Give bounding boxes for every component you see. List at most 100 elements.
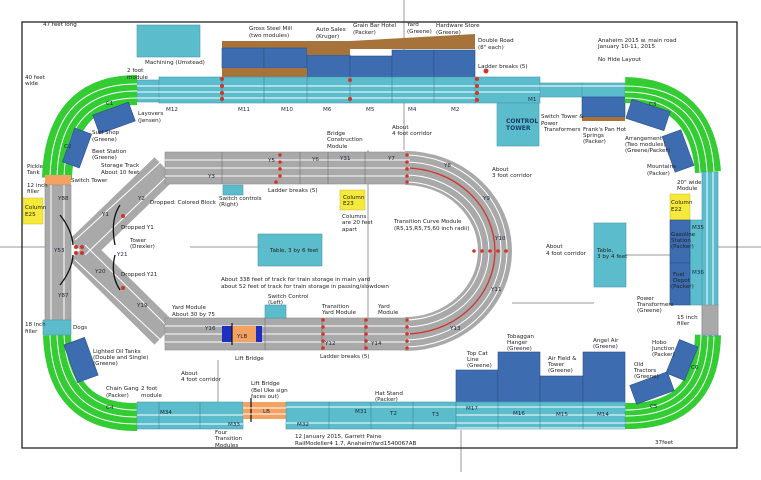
label-top-cat-3: (Greene) — [467, 363, 492, 369]
credit-line-2: RailModeller4 1.7, AnaheimYard1540067AB — [295, 441, 417, 447]
label-column-e25-2: E25 — [25, 212, 36, 218]
label-power-transformers-3: (Greene) — [637, 308, 662, 314]
label-hardware-2: (Greene) — [436, 30, 461, 36]
module-m36: M36 — [692, 270, 704, 276]
label-power-transformers: Power — [637, 296, 655, 302]
label-chain-gang-2: (Packer) — [106, 393, 129, 399]
module-m35: M35 — [692, 225, 704, 231]
label-hanger-3: (Greene) — [507, 346, 532, 352]
label-column-e23-2: E23 — [343, 201, 354, 207]
label-columns-apart-2: are 20 feet — [342, 220, 374, 226]
yard-y9: Y9 — [482, 196, 490, 202]
label-yard-module-size: Yard Module — [171, 305, 207, 311]
module-m34: M34 — [160, 410, 172, 416]
label-wide-module-2: Module — [677, 186, 698, 192]
yard-y21: Y21 — [116, 252, 128, 258]
module-m14: M14 — [597, 412, 609, 418]
switch-control-left-panel — [264, 304, 287, 319]
module-m12: M12 — [166, 107, 178, 113]
column-e23 — [339, 189, 366, 211]
module-m10: M10 — [281, 107, 293, 113]
label-filler-12: 12 inch — [27, 183, 48, 189]
label-table-3x4: Table, — [596, 248, 613, 254]
label-filler-18: 18 inch — [25, 322, 46, 328]
dims-width: 40 feet — [25, 75, 46, 81]
label-pickle-tank-2: Tank — [26, 170, 40, 176]
label-steel-mill: Gross Steel Mill — [249, 26, 292, 32]
label-hat-stand-2: (Packer) — [375, 397, 398, 403]
label-transition-yard-2: Yard Module — [321, 310, 357, 316]
yard-y13: Y13 — [449, 326, 461, 332]
label-switch-tower: Switch Tower — [71, 178, 108, 184]
label-old-tractors-2: Tractors — [633, 368, 656, 374]
label-grain: Grain Bar Hotel — [353, 23, 397, 29]
top-buildings — [221, 34, 476, 78]
right-module-column — [669, 171, 719, 337]
label-column-e22-2: E22 — [671, 207, 682, 213]
label-column-e22: Column — [671, 200, 693, 206]
label-surf-shop: Surf Shop — [92, 130, 120, 136]
label-dropped-y21: Dropped Y21 — [121, 272, 158, 278]
module-m1: M1 — [528, 97, 537, 103]
curve-c2: C2 — [64, 144, 71, 150]
labels: 47 feet long 40 feet wide 37feet Anaheim… — [25, 22, 702, 449]
yard-y12: Y12 — [324, 341, 336, 347]
label-air-field: Air Field & — [548, 356, 577, 362]
label-auto-sales: Auto Sales — [316, 27, 346, 33]
center-yard — [164, 151, 627, 351]
label-control-tower-2: TOWER — [506, 125, 531, 132]
label-column-e25: Column — [25, 205, 47, 211]
yard-y3: Y3 — [207, 174, 215, 180]
label-hot-springs-3: (Packer) — [583, 139, 606, 145]
label-yard-module-2: Module — [378, 310, 399, 316]
label-mountains: Mountains — [647, 164, 676, 170]
bottom-module-strip — [136, 398, 626, 430]
label-double-road-2: (8" each) — [478, 45, 504, 51]
label-oil-tanks: Lighted Oil Tanks — [93, 349, 141, 355]
machining-module — [136, 24, 201, 58]
label-tower-drexler-2: (Drexler) — [130, 244, 155, 250]
label-layovers: Layovers — [138, 111, 163, 117]
label-storage-track: Storage Track — [101, 163, 140, 169]
lift-bridge-bottom — [243, 402, 286, 419]
yard-y7: Y7 — [387, 156, 395, 162]
table-3x4 — [593, 222, 627, 288]
yard-y5: Y5 — [267, 158, 275, 164]
label-corridor-bl-2: 4 foot corridor — [181, 377, 222, 383]
label-steel-mill-2: (two modules) — [249, 33, 289, 39]
left-yard — [22, 157, 176, 345]
label-columns-apart-3: apart — [342, 227, 358, 233]
label-grain-2: (Packer) — [353, 30, 376, 36]
yard-y8: Y8 — [443, 163, 451, 169]
label-filler-12-2: filler — [27, 189, 40, 195]
label-double-road: Double Road — [478, 38, 514, 44]
label-fuel-depot-3: (Packer) — [671, 284, 694, 290]
label-tower-drexler: Tower — [129, 238, 147, 244]
yard-y19: Y19 — [136, 303, 148, 309]
label-control-tower: CONTROL — [506, 118, 538, 125]
label-transition-curve-2: (R5,15,R5,75,60 inch radii) — [394, 226, 469, 232]
label-hobo-3: (Packer) — [652, 352, 675, 358]
label-wide-module: 20" wide — [677, 180, 702, 186]
label-yard-greene-2: (Greene) — [407, 29, 432, 35]
label-yard-module: Yard — [377, 304, 390, 310]
label-gas-station: Gasoline — [671, 232, 696, 238]
label-switch-tower-power: Switch Tower & — [541, 114, 584, 120]
label-top-cat-2: Line — [467, 357, 479, 363]
module-m11: M11 — [238, 107, 250, 113]
label-dropped-block: Dropped: Colored Block — [150, 200, 217, 206]
label-bridge-construction: Bridge — [327, 131, 346, 137]
module-m15: M15 — [556, 412, 568, 418]
label-switch-tower-power-3: Transformers — [543, 127, 581, 133]
dims-length: 47 feet long — [43, 22, 77, 28]
label-table-3x4-2: 3 by 4 feet — [597, 254, 628, 260]
bottom-buildings — [455, 351, 626, 404]
label-air-field-3: (Greene) — [548, 368, 573, 374]
label-corridor-3: About — [492, 167, 509, 173]
label-oil-tanks-3: (Greene) — [93, 361, 118, 367]
module-m4: M4 — [408, 107, 417, 113]
label-hobo-2: Junction — [651, 346, 675, 352]
label-bridge-construction-3: Module — [327, 144, 348, 150]
label-gas-station-3: (Packer) — [671, 244, 694, 250]
